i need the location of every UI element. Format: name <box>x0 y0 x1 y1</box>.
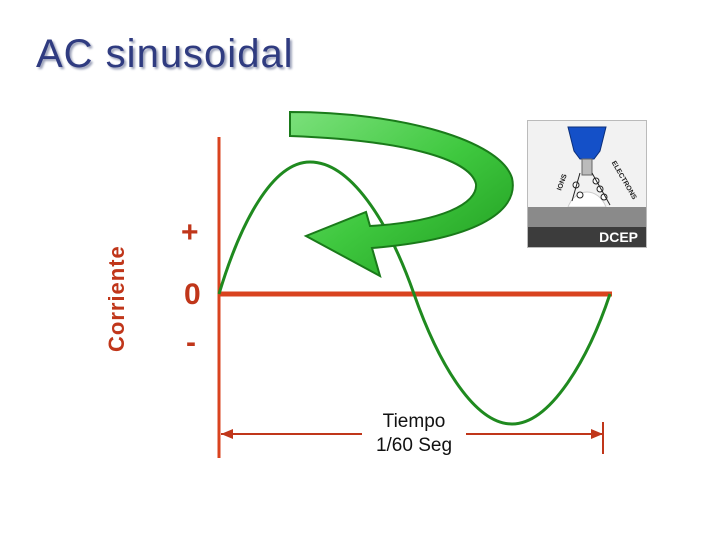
time-label-line1: Tiempo <box>382 411 446 432</box>
negative-sign: - <box>186 326 196 359</box>
time-label: Tiempo 1/60 Seg <box>362 410 466 458</box>
workpiece-icon <box>528 207 646 227</box>
dcep-illustration <box>528 126 646 227</box>
ion-arrow-icon <box>571 172 581 202</box>
time-label-line2: 1/60 Seg <box>375 435 453 456</box>
y-axis-label: Corriente <box>104 245 129 352</box>
electron-arrow-icon <box>591 172 611 206</box>
positive-sign: + <box>181 216 199 249</box>
page-title: AC sinusoidal <box>36 32 294 76</box>
dcep-inset: IONS ELECTRONS DCEP <box>527 120 647 248</box>
electrode-icon <box>581 158 593 176</box>
dcep-label: DCEP <box>528 227 646 247</box>
sine-wave <box>217 160 612 426</box>
zero-label: 0 <box>184 278 201 311</box>
polarity-arrow <box>289 110 514 279</box>
electrode-holder-icon <box>567 126 607 160</box>
